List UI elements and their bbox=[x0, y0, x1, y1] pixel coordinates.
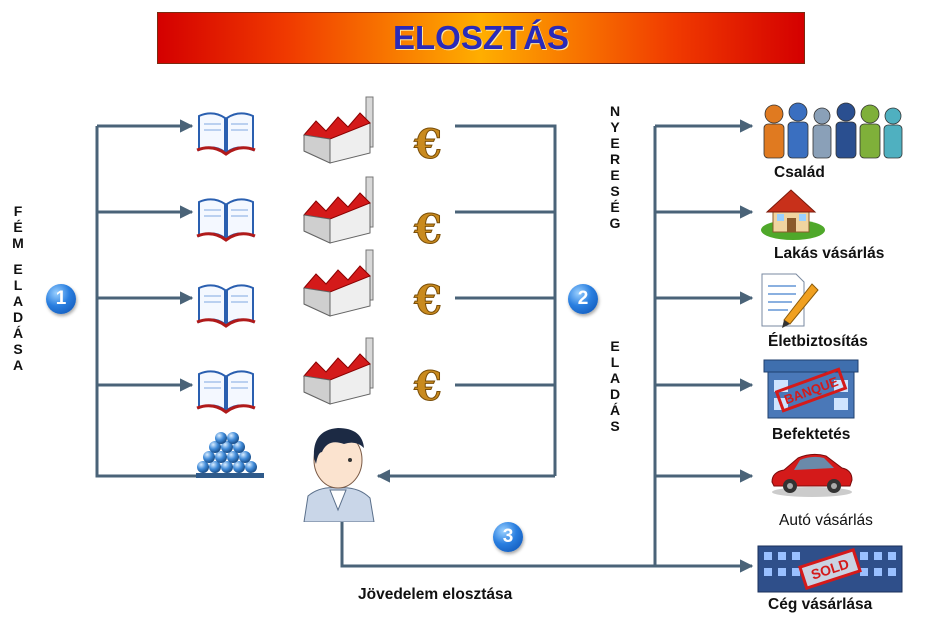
svg-text:€: € bbox=[413, 364, 442, 410]
euro-icon: € bbox=[413, 207, 443, 253]
euro-icon: € bbox=[413, 122, 443, 168]
euro-icon: € bbox=[413, 278, 443, 324]
car-icon bbox=[771, 453, 853, 497]
euro-icon: € bbox=[413, 364, 443, 410]
svg-text:€: € bbox=[413, 122, 442, 168]
svg-text:€: € bbox=[413, 278, 442, 324]
factory-icon bbox=[303, 337, 374, 405]
bank-icon: BANQUE bbox=[763, 359, 859, 419]
step-1-badge: 1 bbox=[46, 284, 76, 314]
company-label: Cég vásárlása bbox=[768, 596, 873, 613]
book-icon bbox=[196, 370, 256, 414]
family-label: Család bbox=[774, 164, 825, 181]
house-icon bbox=[761, 189, 825, 240]
title-banner: ELOSZTÁS bbox=[157, 12, 805, 64]
book-icon bbox=[196, 112, 256, 156]
insurance-label: Életbiztosítás bbox=[768, 333, 868, 350]
car-label: Autó vásárlás bbox=[779, 512, 873, 529]
factory-icon bbox=[303, 249, 374, 317]
family-icon bbox=[763, 102, 903, 159]
book-icon bbox=[196, 198, 256, 242]
house-label: Lakás vásárlás bbox=[774, 245, 885, 262]
svg-text:€: € bbox=[413, 207, 442, 253]
step-2-badge: 2 bbox=[568, 284, 598, 314]
factory-icon bbox=[303, 96, 374, 164]
investment-label: Befektetés bbox=[772, 426, 851, 443]
step-3-badge: 3 bbox=[493, 522, 523, 552]
book-icon bbox=[196, 284, 256, 328]
person-icon bbox=[303, 428, 375, 522]
factory-icon bbox=[303, 176, 374, 244]
company-building-icon: SOLD bbox=[757, 545, 903, 593]
metal-pyramid-icon bbox=[196, 432, 264, 478]
page-title: ELOSZTÁS bbox=[392, 19, 569, 56]
insurance-document-icon bbox=[761, 273, 819, 328]
income-distribution-label: Jövedelem elosztása bbox=[358, 586, 513, 603]
